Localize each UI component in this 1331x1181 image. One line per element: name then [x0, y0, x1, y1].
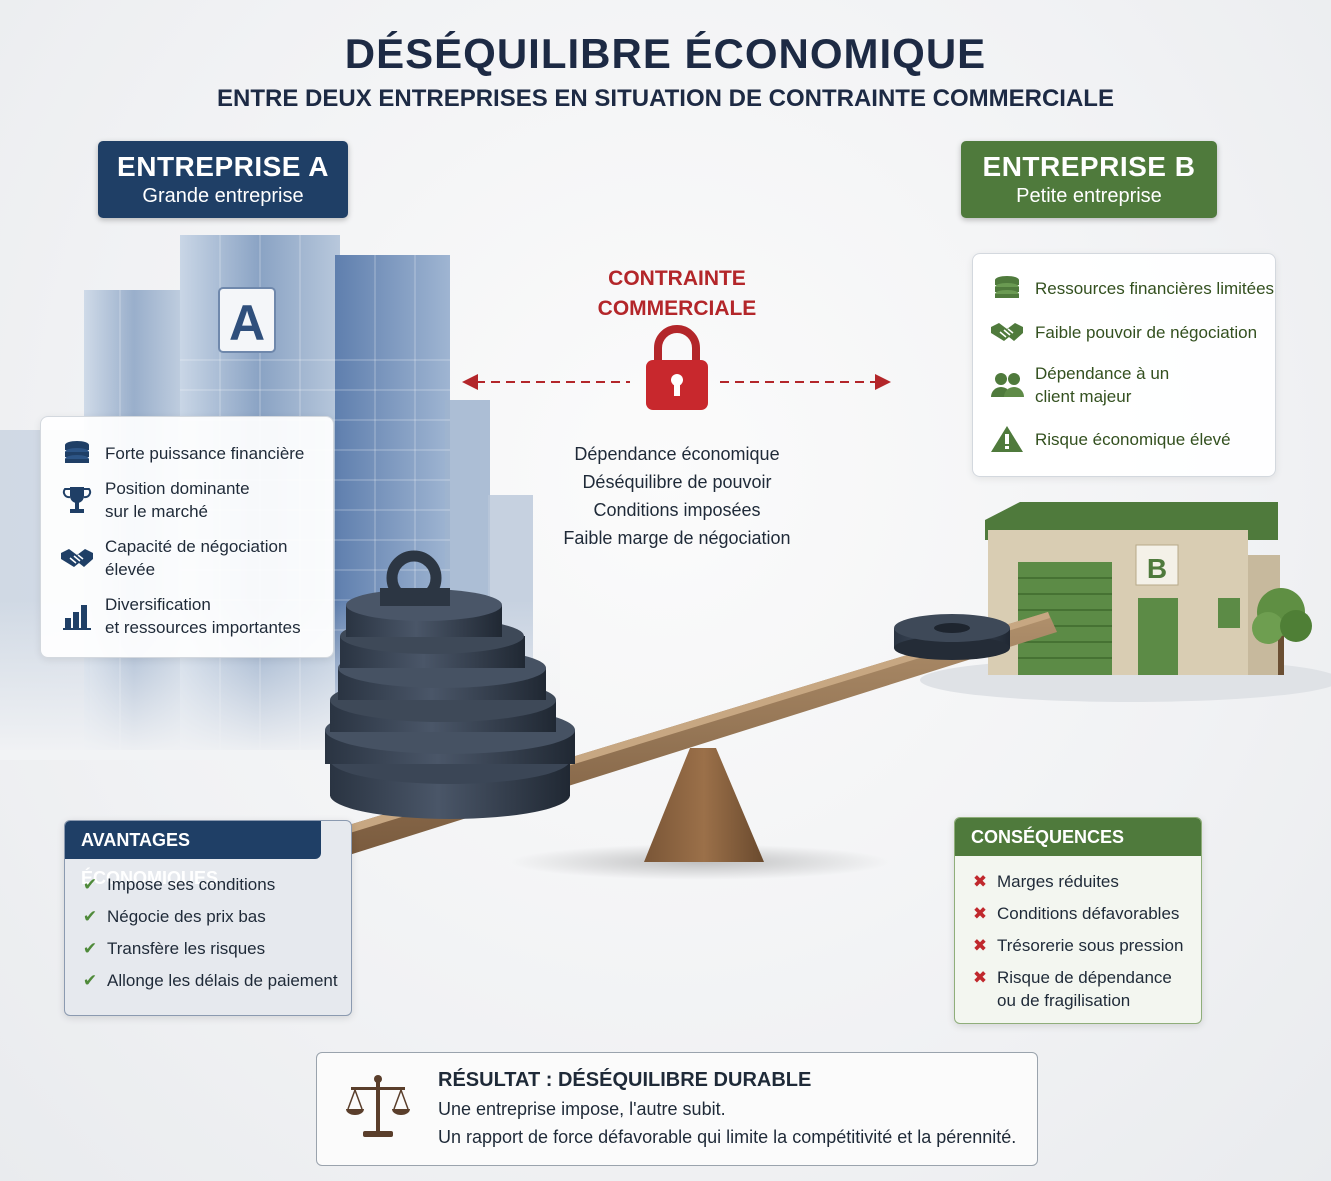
check-icon: ✔: [82, 939, 98, 958]
cross-icon: ✖: [972, 936, 988, 955]
company-a-features: Forte puissance financière Position domi…: [40, 416, 334, 658]
feature-text: Risque économique élevé: [1035, 429, 1231, 449]
check-icon: ✔: [82, 971, 98, 990]
constraint-item: Conditions imposées: [593, 500, 761, 520]
light-weight: [894, 614, 1010, 660]
consequence-text: Trésorerie sous pression: [997, 936, 1184, 955]
consequence-text: Conditions défavorables: [997, 904, 1180, 923]
advantage-item: ✔ Impose ses conditions: [81, 873, 275, 896]
advantage-text: Impose ses conditions: [107, 875, 276, 894]
coins-icon: [995, 276, 1019, 298]
company-a-type: Grande entreprise: [142, 185, 304, 207]
bar-chart-icon: [63, 605, 91, 630]
page-title: DÉSÉQUILIBRE ÉCONOMIQUE: [344, 30, 987, 77]
cross-icon: ✖: [972, 872, 988, 891]
consequences-panel: CONSÉQUENCES ✖ Marges réduites ✖ Conditi…: [954, 817, 1202, 1024]
advantage-item: ✔ Négocie des prix bas: [81, 905, 266, 928]
coins-icon: [65, 441, 89, 463]
company-b-type: Petite entreprise: [1016, 185, 1162, 207]
feature-item: Position dominante sur le marché: [57, 477, 250, 523]
consequence-item: ✖ Conditions défavorables: [971, 902, 1180, 925]
padlock-icon: [646, 325, 708, 410]
result-title: RÉSULTAT : DÉSÉQUILIBRE DURABLE: [438, 1069, 812, 1091]
feature-item: Risque économique élevé: [987, 424, 1231, 454]
feature-item: Dépendance à un client majeur: [987, 362, 1169, 408]
feature-item: Ressources financières limitées: [987, 274, 1274, 302]
trophy-icon: [62, 487, 92, 513]
advantage-text: Transfère les risques: [107, 939, 266, 958]
feature-item: Diversification et ressources importante…: [57, 593, 301, 639]
constraint-arrows: [462, 374, 891, 390]
feature-item: Forte puissance financière: [57, 439, 304, 467]
constraint-list: Dépendance économique Déséquilibre de po…: [520, 440, 834, 552]
building-a-letter: A: [229, 295, 265, 351]
consequence-text: Marges réduites: [997, 872, 1119, 891]
constraint-item: Dépendance économique: [574, 444, 780, 464]
scales-icon: [346, 1075, 410, 1137]
feature-item: Faible pouvoir de négociation: [987, 319, 1257, 345]
feature-text: Dépendance à un client majeur: [1035, 364, 1170, 406]
building-b-letter: B: [1147, 553, 1167, 584]
advantages-title: AVANTAGES ÉCONOMIQUES: [65, 821, 321, 888]
consequence-text: Risque de dépendance ou de fragilisation: [997, 968, 1172, 1010]
consequences-title: CONSÉQUENCES: [955, 818, 1201, 856]
consequence-item: ✖ Trésorerie sous pression: [971, 934, 1184, 957]
cross-icon: ✖: [972, 904, 988, 923]
advantage-item: ✔ Transfère les risques: [81, 937, 265, 960]
people-icon: [991, 373, 1024, 397]
result-line-2: Un rapport de force défavorable qui limi…: [438, 1127, 1017, 1147]
handshake-icon: [61, 549, 93, 567]
company-a-name: ENTREPRISE A: [117, 151, 329, 182]
company-b-features: Ressources financières limitées Faible p…: [972, 253, 1276, 477]
company-b-name: ENTREPRISE B: [982, 151, 1196, 182]
building-b: B: [920, 502, 1331, 702]
feature-text: Position dominante sur le marché: [105, 479, 250, 521]
advantage-text: Négocie des prix bas: [107, 907, 266, 926]
heavy-weights: [325, 550, 575, 819]
feature-text: Diversification et ressources importante…: [105, 595, 301, 637]
check-icon: ✔: [82, 875, 98, 894]
feature-text: Ressources financières limitées: [1035, 278, 1275, 298]
result-box: RÉSULTAT : DÉSÉQUILIBRE DURABLE Une entr…: [316, 1052, 1038, 1166]
feature-text: Forte puissance financière: [105, 443, 305, 463]
warning-icon: [991, 426, 1023, 452]
consequence-item: ✖ Marges réduites: [971, 870, 1119, 893]
result-line-1: Une entreprise impose, l'autre subit.: [438, 1099, 726, 1119]
constraint-item: Déséquilibre de pouvoir: [582, 472, 772, 492]
advantage-item: ✔ Allonge les délais de paiement: [81, 969, 338, 992]
constraint-item: Faible marge de négociation: [563, 528, 791, 548]
feature-item: Capacité de négociation élevée: [57, 535, 287, 581]
consequence-item: ✖ Risque de dépendance ou de fragilisati…: [971, 966, 1172, 1012]
cross-icon: ✖: [972, 968, 988, 987]
check-icon: ✔: [82, 907, 98, 926]
advantages-panel: AVANTAGES ÉCONOMIQUES ✔ Impose ses condi…: [64, 820, 352, 1016]
constraint-title: CONTRAINTE COMMERCIALE: [597, 267, 757, 320]
feature-text: Capacité de négociation élevée: [105, 537, 288, 579]
page-subtitle: ENTRE DEUX ENTREPRISES EN SITUATION DE C…: [217, 85, 1114, 112]
company-b-badge: ENTREPRISE B Petite entreprise: [961, 141, 1217, 218]
feature-text: Faible pouvoir de négociation: [1035, 322, 1258, 342]
company-a-badge: ENTREPRISE A Grande entreprise: [98, 141, 348, 218]
advantage-text: Allonge les délais de paiement: [107, 971, 338, 990]
handshake-icon: [991, 323, 1023, 341]
